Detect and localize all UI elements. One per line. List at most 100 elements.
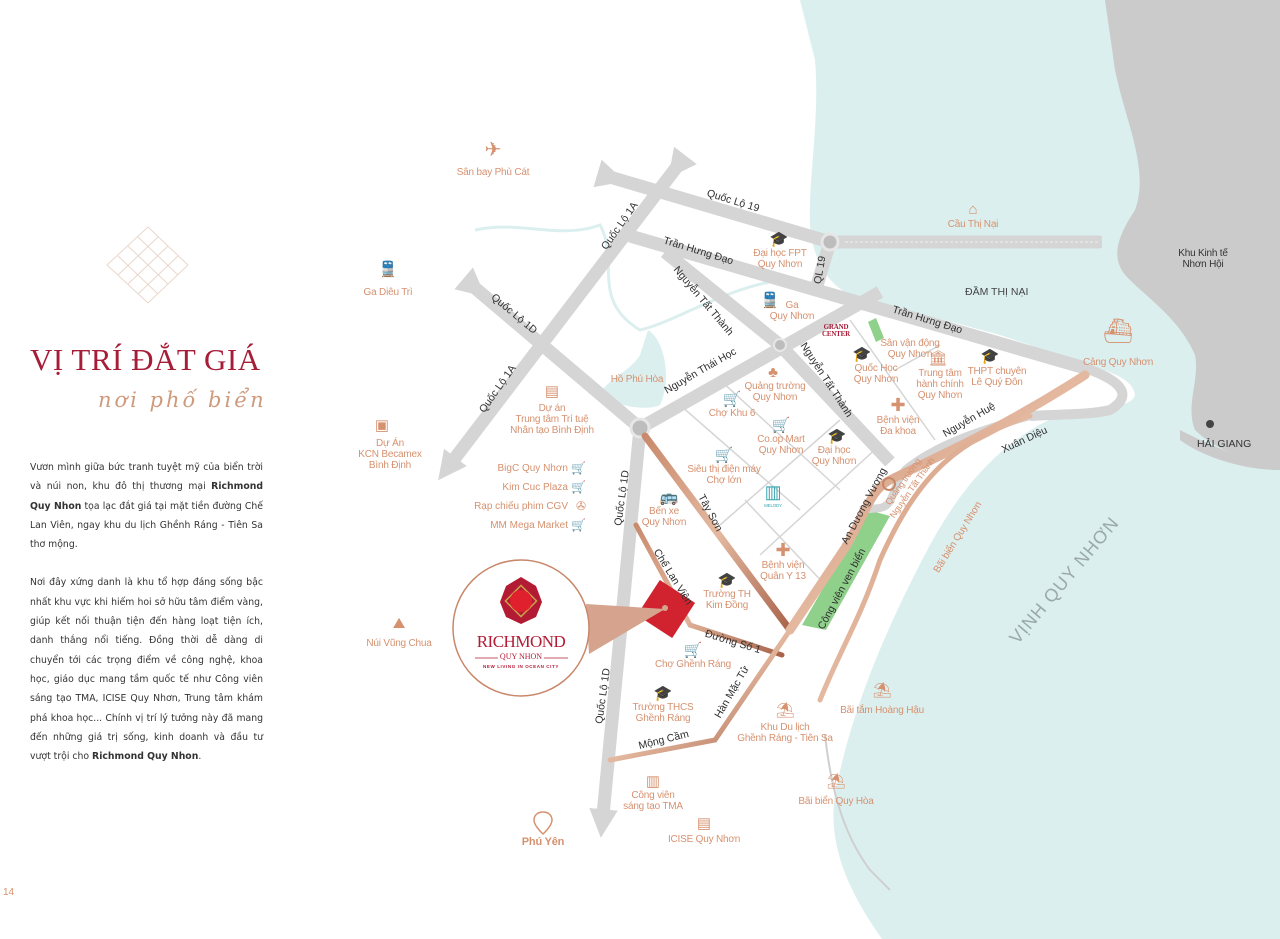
label-cho-lon: Siêu thị điện máy Chợ lớn — [687, 464, 761, 486]
cart-icon: 🛒 — [722, 391, 742, 408]
copper-roads — [607, 370, 1090, 763]
logo-name: RICHMOND — [476, 632, 566, 651]
label-san-van-dong: Sân vận động Quy Nhơn — [880, 338, 940, 360]
logo-sub: QUY NHON — [497, 652, 545, 661]
shop-item: Rạp chiếu phim CGV✇ — [474, 499, 586, 513]
label-khu-du-lich: Khu Du lịch Ghềnh Ráng - Tiên Sa — [737, 722, 833, 744]
label-kcn-becamex: Dự Án KCN Becamex Bình Định — [358, 438, 422, 471]
page-subtitle: nơi phố biển — [98, 388, 267, 412]
label-bv-quan-y: Bệnh viện Quân Y 13 — [760, 560, 806, 582]
label-hai-giang: HẢI GIANG — [1197, 438, 1252, 450]
label-ben-xe: Bến xe Quy Nhơn — [641, 506, 687, 528]
cart-icon: 🛒 — [683, 642, 703, 659]
label-hanh-chinh: Trung tâm hành chính Quy Nhơn — [916, 368, 964, 401]
building-icon: ▤ — [544, 383, 560, 400]
cart-icon: 🛒 — [571, 518, 586, 532]
cart-icon: 🛒 — [771, 417, 791, 434]
label-cang: Cảng Quy Nhơn — [1082, 357, 1154, 368]
minor-roads — [679, 299, 941, 591]
road-che-lan-vien — [633, 522, 785, 658]
government-building-icon: 🏛 — [928, 350, 948, 367]
richmond-site — [452, 559, 696, 697]
park-trees-icon: ♣ — [768, 364, 778, 381]
tech-park-icon: ▥ — [645, 773, 661, 790]
graduation-cap-icon: 🎓 — [653, 685, 673, 702]
page-number: 14 — [3, 887, 15, 898]
beach-umbrella-icon: ⛱ — [775, 702, 795, 719]
cart-icon: 🛒 — [571, 480, 586, 494]
intro-paragraph-2: Nơi đây xứng danh là khu tổ hợp đáng sốn… — [30, 577, 263, 763]
graduation-cap-icon: 🎓 — [717, 572, 737, 589]
label-tma: Công viên sáng tạo TMA — [623, 790, 683, 812]
cart-icon: 🛒 — [714, 447, 734, 464]
label-cau-thi-nai: Cầu Thị Nại — [947, 219, 999, 230]
shop-item: MM Mega Market🛒 — [490, 518, 586, 532]
label-dh-quy-nhon: Đại học Quy Nhơn — [811, 445, 857, 467]
junction-ntt — [773, 338, 787, 352]
label-bv-da-khoa: Bệnh viện Đa khoa — [876, 415, 920, 437]
airplane-icon: ✈ — [484, 139, 502, 161]
label-cho-khu-6: Chợ Khu 6 — [708, 408, 756, 419]
label-phu-yen: Phú Yên — [521, 836, 565, 848]
decorative-pattern — [106, 226, 189, 304]
label-ga-quy-nhon: Ga Quy Nhơn — [769, 300, 815, 322]
hospital-cross-icon: ✚ — [890, 395, 906, 415]
label-fpt: Đại học FPT Quy Nhơn — [753, 248, 807, 270]
label-cho-ghenh-rang: Chợ Ghềnh Ráng — [654, 659, 732, 670]
label-airport: Sân bay Phù Cát — [456, 167, 530, 178]
hai-giang-land — [1180, 430, 1280, 470]
nhon-hoi-land — [1105, 0, 1280, 465]
melody-building-icon: ▥ — [764, 482, 782, 502]
grand-center-logo: GRAND CENTER — [822, 323, 850, 338]
label-dam-thi-nai: ĐẦM THỊ NẠI — [965, 286, 1029, 298]
beach-umbrella-icon: ⛱ — [872, 682, 892, 699]
road-mong-cam — [607, 627, 793, 763]
hai-giang-dot — [1206, 420, 1214, 428]
label-quoc-hoc: Quốc Học Quy Nhơn — [853, 363, 899, 385]
logo-tagline: NEW LIVING IN OCEAN CITY — [483, 664, 559, 669]
hospital-cross-icon: ✚ — [775, 540, 791, 560]
location-pin-icon — [533, 811, 553, 836]
junction-ql1d — [629, 417, 651, 439]
mountain-icon: ⛰ — [392, 615, 406, 632]
label-ho-phu-hoa: Hồ Phú Hòa — [610, 374, 664, 385]
label-thpt: THPT chuyên Lê Quý Đôn — [967, 366, 1027, 388]
richmond-logo-gem — [500, 577, 542, 624]
page-title: VỊ TRÍ ĐẮT GIÁ — [30, 342, 261, 377]
factory-icon: ▣ — [374, 417, 390, 434]
graduation-cap-icon: 🎓 — [769, 231, 789, 248]
label-nhon-hoi: Khu Kinh tế Nhơn Hội — [1178, 248, 1228, 270]
graduation-cap-icon: 🎓 — [852, 346, 872, 363]
shop-item: BigC Quy Nhơn🛒 — [497, 461, 586, 475]
cart-icon: 🛒 — [571, 461, 586, 475]
label-quang-truong: Quảng trường Quy Nhơn — [744, 381, 806, 403]
road-an-duong-vuong — [785, 370, 1090, 635]
road-coastal-outer — [817, 413, 1033, 703]
cang-spit — [1029, 363, 1128, 421]
label-icise: ICISE Quy Nhơn — [667, 834, 741, 845]
intro-text: Vươn mình giữa bức tranh tuyệt mỹ của bi… — [30, 458, 263, 785]
label-ga-dieu-tri: Ga Diêu Trì — [363, 287, 413, 298]
train-icon: 🚆 — [760, 292, 780, 309]
beach-umbrella-icon: ⛱ — [826, 773, 846, 790]
ship-icon: ⛴ — [1102, 318, 1134, 345]
label-hoang-hau: Bãi tắm Hoàng Hậu — [840, 705, 924, 716]
label-nui-vung-chua: Núi Vũng Chua — [366, 638, 432, 649]
film-reel-icon: ✇ — [575, 499, 586, 513]
melody-logo: MELODY — [764, 503, 782, 508]
label-thcs: Trường THCS Ghềnh Ráng — [632, 702, 694, 724]
label-kim-dong: Trường TH Kim Đồng — [703, 589, 751, 611]
road-ql1d — [454, 267, 647, 838]
roundabout-icon — [882, 477, 896, 491]
label-coop: Co.op Mart Quy Nhơn — [757, 434, 805, 456]
label-quy-hoa: Bãi biển Quy Hòa — [798, 796, 874, 807]
coastal-park — [802, 510, 890, 630]
bus-icon: 🚌 — [659, 489, 679, 506]
richmond-logo-badge — [452, 559, 590, 697]
bridge-icon: ⌂ — [968, 201, 978, 218]
shop-item: Kim Cuc Plaza🛒 — [502, 480, 586, 494]
train-icon: 🚆 — [378, 261, 398, 278]
road-tay-son — [641, 432, 794, 634]
graduation-cap-icon: 🎓 — [827, 428, 847, 445]
